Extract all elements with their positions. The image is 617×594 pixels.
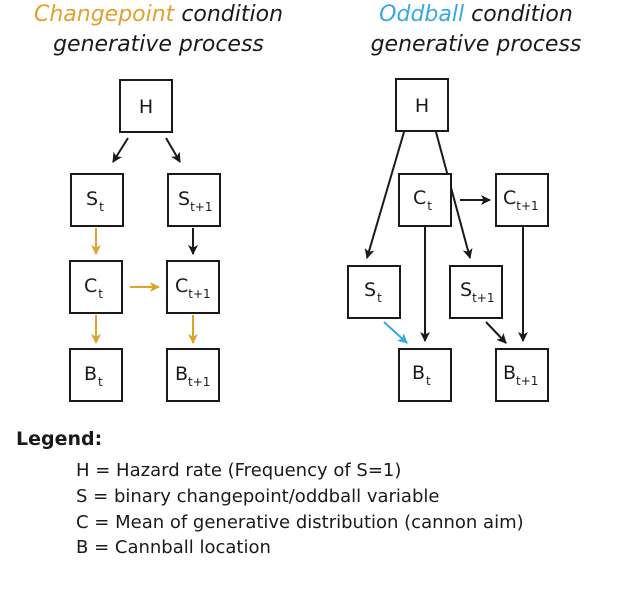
ob-node-b-t-main: B bbox=[412, 362, 425, 384]
ob-node-b-t1: Bt+1 bbox=[495, 348, 549, 402]
ob-node-b-t-sub: t bbox=[426, 374, 431, 388]
svg-text:Ct+1: Ct+1 bbox=[175, 275, 211, 301]
legend-item-h: H = Hazard rate (Frequency of S=1) bbox=[76, 460, 402, 481]
ob-edge-st-to-bt bbox=[383, 321, 408, 344]
cp-node-c-t-main: C bbox=[84, 275, 97, 297]
oddball-graph: H Ct Ct+1 St St+1 Bt Bt+1 bbox=[347, 78, 549, 402]
cp-node-c-t1-main: C bbox=[175, 275, 188, 297]
ob-node-s-t1-main: S bbox=[460, 279, 472, 301]
ob-node-s-t1-sub: t+1 bbox=[472, 291, 494, 305]
svg-text:St: St bbox=[364, 279, 382, 305]
ob-node-c-t1-sub: t+1 bbox=[516, 199, 538, 213]
cp-node-s-t-main: S bbox=[86, 188, 98, 210]
ob-node-h-label: H bbox=[415, 95, 429, 117]
cp-node-b-t1-sub: t+1 bbox=[188, 375, 210, 389]
changepoint-graph: H St St+1 Ct Ct+1 Bt Bt+1 bbox=[69, 79, 221, 402]
ob-edge-h-to-st1 bbox=[435, 131, 473, 259]
changepoint-title: Changepoint condition generative process bbox=[0, 0, 317, 60]
legend-item-s: S = binary changepoint/oddball variable bbox=[76, 486, 440, 507]
changepoint-title-line1: Changepoint condition bbox=[0, 0, 317, 30]
cp-node-c-t1-sub: t+1 bbox=[188, 287, 210, 301]
cp-edge-h-to-st bbox=[112, 137, 129, 163]
svg-text:Bt+1: Bt+1 bbox=[175, 363, 210, 389]
cp-node-h: H bbox=[119, 79, 173, 133]
ob-node-s-t: St bbox=[347, 265, 401, 319]
changepoint-title-rest: condition bbox=[181, 2, 284, 27]
ob-edge-h-to-st bbox=[364, 131, 405, 259]
ob-node-s-t1: St+1 bbox=[449, 265, 503, 319]
changepoint-title-colored: Changepoint bbox=[33, 2, 175, 27]
ob-node-c-t1: Ct+1 bbox=[495, 173, 549, 227]
svg-text:Bt: Bt bbox=[412, 362, 431, 388]
cp-node-b-t1-main: B bbox=[175, 363, 188, 385]
ob-node-c-t-sub: t bbox=[427, 199, 432, 213]
ob-node-s-t-main: S bbox=[364, 279, 376, 301]
svg-text:St+1: St+1 bbox=[460, 279, 494, 305]
cp-node-s-t-sub: t bbox=[99, 200, 104, 214]
ob-node-b-t1-sub: t+1 bbox=[516, 374, 538, 388]
cp-node-c-t-sub: t bbox=[98, 287, 103, 301]
svg-text:Bt: Bt bbox=[84, 363, 103, 389]
cp-node-s-t1-main: S bbox=[178, 188, 190, 210]
cp-edge-h-to-st1 bbox=[165, 137, 181, 163]
changepoint-title-line2: generative process bbox=[53, 32, 264, 57]
cp-node-c-t1: Ct+1 bbox=[166, 260, 220, 314]
ob-node-b-t1-main: B bbox=[503, 362, 516, 384]
ob-node-c-t1-main: C bbox=[503, 187, 516, 209]
svg-text:H: H bbox=[139, 96, 153, 118]
cp-node-s-t: St bbox=[70, 173, 124, 227]
oddball-title-rest: condition bbox=[471, 2, 573, 27]
legend-item-c: C = Mean of generative distribution (can… bbox=[76, 512, 524, 533]
ob-node-h: H bbox=[395, 78, 449, 132]
ob-node-c-t: Ct bbox=[398, 173, 452, 227]
ob-node-s-t-sub: t bbox=[377, 291, 382, 305]
cp-node-b-t-main: B bbox=[84, 363, 97, 385]
cp-node-s-t1: St+1 bbox=[167, 173, 221, 227]
oddball-title-line1: Oddball condition bbox=[335, 0, 617, 30]
oddball-title-colored: Oddball bbox=[379, 2, 465, 27]
svg-text:Ct+1: Ct+1 bbox=[503, 187, 539, 213]
legend-title: Legend: bbox=[16, 428, 103, 450]
svg-text:Bt+1: Bt+1 bbox=[503, 362, 538, 388]
cp-node-h-label: H bbox=[139, 96, 153, 118]
ob-edge-st1-to-bt1 bbox=[485, 321, 507, 344]
svg-text:St: St bbox=[86, 188, 104, 214]
generative-process-diagram: H St St+1 Ct Ct+1 Bt Bt+1 bbox=[69, 78, 549, 402]
ob-node-c-t-main: C bbox=[413, 187, 426, 209]
svg-text:Ct: Ct bbox=[413, 187, 432, 213]
cp-node-b-t-sub: t bbox=[98, 375, 103, 389]
svg-text:Ct: Ct bbox=[84, 275, 103, 301]
ob-node-b-t: Bt bbox=[398, 348, 452, 402]
cp-node-b-t: Bt bbox=[69, 348, 123, 402]
cp-node-s-t1-sub: t+1 bbox=[190, 200, 212, 214]
svg-text:St+1: St+1 bbox=[178, 188, 212, 214]
svg-text:H: H bbox=[415, 95, 429, 117]
cp-node-c-t: Ct bbox=[69, 260, 123, 314]
oddball-title: Oddball condition generative process bbox=[335, 0, 617, 60]
legend-item-b: B = Cannball location bbox=[76, 537, 271, 558]
oddball-title-line2: generative process bbox=[370, 32, 582, 57]
cp-node-b-t1: Bt+1 bbox=[166, 348, 220, 402]
